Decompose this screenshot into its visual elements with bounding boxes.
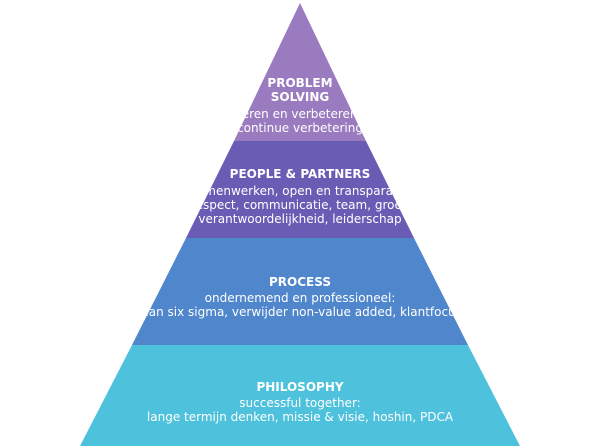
- tier-description-line: leren en verbeteren:: [238, 107, 362, 121]
- tier-problem-solving-band: [234, 3, 366, 141]
- tier-title-line: PEOPLE & PARTNERS: [229, 167, 371, 181]
- tier-people-partners-band: [186, 141, 414, 238]
- tier-description-line: verantwoordelijkheid, leiderschap: [198, 212, 402, 226]
- tier-people-partners: PEOPLE & PARTNERS samenwerken, open en t…: [0, 167, 600, 226]
- tier-description-line: lean six sigma, verwijder non-value adde…: [138, 305, 462, 319]
- tier-title-line: PHILOSOPHY: [256, 380, 344, 394]
- tier-process: PROCESS ondernemend en professioneel: le…: [0, 275, 600, 319]
- tier-title-line: PROCESS: [269, 275, 331, 289]
- tier-description-line: continue verbetering: [237, 121, 363, 135]
- tier-process-band: [132, 238, 468, 345]
- tier-title-line: SOLVING: [270, 90, 330, 104]
- tier-description-line: ondernemend en professioneel:: [204, 291, 396, 305]
- tier-description-line: respect, communicatie, team, groei,: [190, 198, 410, 212]
- tier-problem-solving: PROBLEM SOLVING leren en verbeteren: con…: [0, 76, 600, 135]
- tier-philosophy: PHILOSOPHY successful together: lange te…: [0, 380, 600, 424]
- tier-description-line: samenwerken, open en transparant:: [190, 184, 410, 198]
- tier-title-line: PROBLEM: [267, 76, 333, 90]
- tier-philosophy-band: [80, 345, 520, 446]
- tier-description-line: lange termijn denken, missie & visie, ho…: [146, 410, 454, 424]
- tier-description-line: successful together:: [239, 396, 361, 410]
